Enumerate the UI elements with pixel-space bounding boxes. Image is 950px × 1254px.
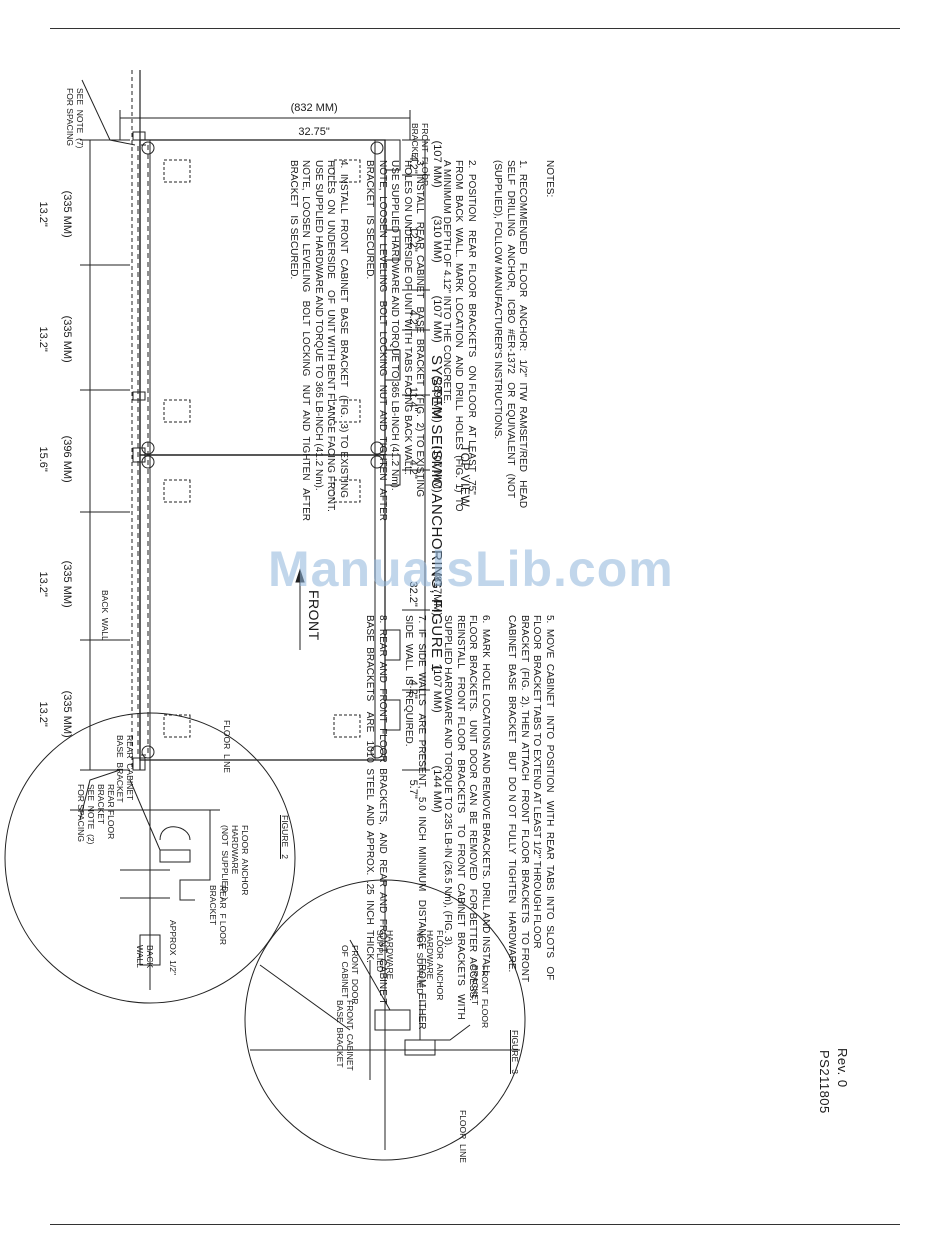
note-7: 7. IF SIDE WALLS ARE PRESENT, 5.0 INCH M… xyxy=(403,615,428,1030)
dim-mm: (335 MM) xyxy=(61,690,73,738)
notes-right: 5. MOVE CABINET INTO POSITION WITH REAR … xyxy=(349,615,556,1055)
figure2-linework xyxy=(4,712,296,1004)
note-2: 2. POSITION REAR FLOOR BRACKETS ON FLOOR… xyxy=(441,160,477,512)
note-6: 6. MARK HOLE LOCATIONS AND REMOVE BRACKE… xyxy=(442,615,492,1020)
dim-in: 32.75" xyxy=(298,126,330,138)
notes-right-list: 5. MOVE CABINET INTO POSITION WITH REAR … xyxy=(363,615,556,1055)
doc-number: PS211805 xyxy=(817,1050,832,1114)
top-rule xyxy=(50,28,900,29)
dim-mm: (335 MM) xyxy=(61,315,73,363)
dim-in: 13.2" xyxy=(37,326,49,352)
dim-mm: (832 MM) xyxy=(290,102,338,114)
dim-in: 13.2" xyxy=(37,701,49,727)
dim-mm: (335 MM) xyxy=(61,560,73,608)
note-4: 4. INSTALL FRONT CABINET BASE BRACKET (F… xyxy=(288,160,349,522)
fig2-floor-anchor-hardware: FLOOR ANCHOR HARDWARE (NOT SUPPLIED ) xyxy=(220,825,250,900)
depth-dimension: (832 MM) 32.75" xyxy=(273,90,343,150)
doc-revision: Rev. 0 xyxy=(835,1048,850,1088)
fig3-floor-line: FLOOR LINE xyxy=(458,1110,468,1163)
top-dim-1: (335 MM) 13.2" xyxy=(37,160,85,250)
watermark: ManualsLib.com xyxy=(268,541,674,597)
note-5: 5. MOVE CABINET INTO POSITION WITH REAR … xyxy=(506,615,556,983)
figure1-linework xyxy=(79,70,430,821)
notes-heading: NOTES: xyxy=(544,160,555,198)
see-note-7-callout: SEE NOTE (7) FOR SPACING xyxy=(65,88,85,149)
note-3: 3. INSTALL REAR CABINET BASE BRACKET (FI… xyxy=(364,160,426,522)
dim-in: 15.6" xyxy=(37,446,49,472)
notes-left: NOTES: 1. RECOMMENDED FLOOR ANCHOR: 1/2"… xyxy=(273,160,555,540)
fig2-back-wall: BACK WALL xyxy=(135,945,155,969)
dim-in: 13.2" xyxy=(37,571,49,597)
fig2-rear-cabinet-base-bracket: REAR CABINET BASE BRACKET xyxy=(115,735,135,803)
fig2-floor-line: FLOOR LINE xyxy=(222,720,232,773)
dim-mm: (396 MM) xyxy=(61,435,73,483)
figure3-linework xyxy=(244,879,526,1161)
fig2-title: FIGURE 2 xyxy=(280,815,290,859)
fig2-approx: APPROX 1/2" xyxy=(168,920,178,975)
top-dim-3: (396 MM) 15.6" xyxy=(37,405,85,495)
front-floor-brackets xyxy=(384,139,401,731)
top-dim-2: (335 MM) 13.2" xyxy=(37,285,85,375)
dim-mm: (335 MM) xyxy=(61,190,73,238)
bottom-rule xyxy=(50,1224,900,1225)
top-dim-4: (335 MM) 13.2" xyxy=(37,530,85,620)
rear-floor-bracket-callout: REAR FLOOR BRACKET SEE NOTE (2) FOR SPAC… xyxy=(76,784,116,845)
top-dim-5: (335 MM) 13.2" xyxy=(37,660,85,750)
note-1: 1. RECOMMENDED FLOOR ANCHOR: 1/2" ITW RA… xyxy=(492,160,529,509)
note-8: 8. REAR AND FRONT FLOOR BRACKETS, AND RE… xyxy=(364,615,389,1005)
caster-marks xyxy=(141,141,384,759)
notes-left-list: 1. RECOMMENDED FLOOR ANCHOR: 1/2" ITW RA… xyxy=(287,160,529,540)
dim-in: 13.2" xyxy=(37,201,49,227)
back-wall-label: BACK WALL xyxy=(100,590,110,641)
